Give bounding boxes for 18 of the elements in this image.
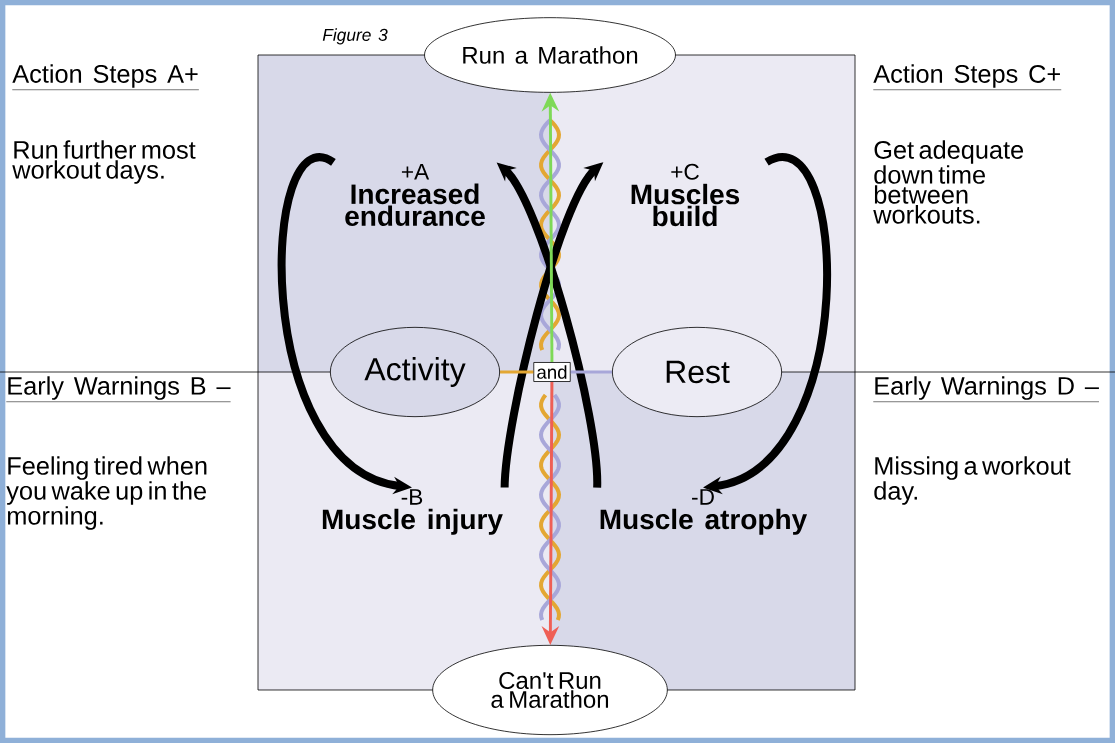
quadrant-label: -B Muscle injury xyxy=(322,489,503,535)
ellipse-node: Activity xyxy=(329,326,501,418)
quadrant-label: -D Muscle atrophy xyxy=(600,489,808,535)
note-text: Get adequate down time between workouts. xyxy=(873,140,1024,224)
ellipse-node: Rest xyxy=(611,326,783,418)
and-box: and xyxy=(533,362,571,382)
quadrant-label: +C Muscles build xyxy=(631,163,740,227)
note-text: Feeling tired when you wake up in the morning. xyxy=(6,456,207,530)
quadrant-label: +A Increased endurance xyxy=(345,163,485,226)
section-heading: Early Warnings B – xyxy=(6,376,231,402)
section-heading: Action Steps C+ xyxy=(873,64,1062,90)
ellipse-node: Run a Marathon xyxy=(424,17,676,93)
section-heading: Action Steps A+ xyxy=(12,64,200,90)
note-text: Run further most workout days. xyxy=(12,140,196,184)
note-text: Missing a workout day. xyxy=(874,456,1071,505)
section-heading: Early Warnings D – xyxy=(873,376,1100,402)
ellipse-node: Can't Run a Marathon xyxy=(432,644,668,736)
figure-number: Figure 3 xyxy=(322,28,388,45)
